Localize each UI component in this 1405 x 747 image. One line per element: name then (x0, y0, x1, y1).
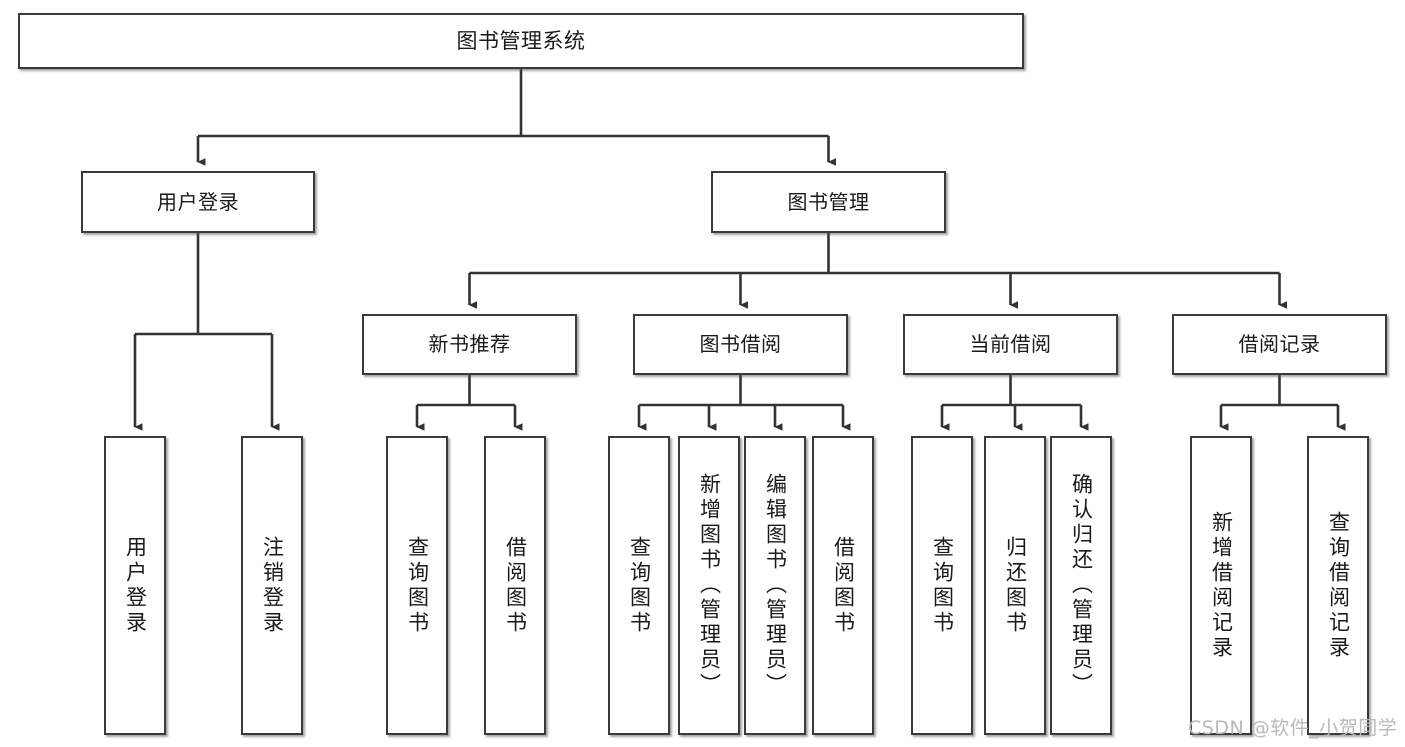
node-label-current-borrow: 当前借阅 (969, 332, 1052, 356)
node-label-leaf-borrow-book-1: 借阅图书 (503, 535, 528, 636)
node-label-leaf-confirm-return: 确认归还（管理员） (1069, 473, 1094, 698)
node-leaf-add-record[interactable]: 新增借阅记录 (1190, 436, 1252, 735)
node-label-leaf-query-book-3: 查询图书 (930, 535, 955, 636)
node-borrow-record[interactable]: 借阅记录 (1172, 314, 1387, 375)
node-leaf-query-book-1[interactable]: 查询图书 (386, 436, 448, 735)
node-leaf-return-book[interactable]: 归还图书 (984, 436, 1046, 735)
node-label-leaf-borrow-book-2: 借阅图书 (831, 535, 856, 636)
node-label-leaf-logout: 注销登录 (260, 535, 285, 636)
node-leaf-edit-book[interactable]: 编辑图书（管理员） (744, 436, 806, 735)
node-label-leaf-query-record: 查询借阅记录 (1326, 510, 1351, 661)
node-book-borrow[interactable]: 图书借阅 (633, 314, 848, 375)
node-label-root: 图书管理系统 (456, 28, 586, 53)
node-label-leaf-query-book-2: 查询图书 (627, 535, 652, 636)
node-leaf-borrow-book-1[interactable]: 借阅图书 (484, 436, 546, 735)
node-label-leaf-user-login: 用户登录 (123, 535, 148, 636)
node-root[interactable]: 图书管理系统 (18, 13, 1024, 69)
node-current-borrow[interactable]: 当前借阅 (903, 314, 1118, 375)
node-leaf-query-book-2[interactable]: 查询图书 (608, 436, 670, 735)
node-label-leaf-return-book: 归还图书 (1003, 535, 1028, 636)
node-label-leaf-add-book: 新增图书（管理员） (697, 473, 722, 698)
node-label-leaf-edit-book: 编辑图书（管理员） (763, 473, 788, 698)
node-leaf-query-book-3[interactable]: 查询图书 (911, 436, 973, 735)
node-leaf-confirm-return[interactable]: 确认归还（管理员） (1050, 436, 1112, 735)
node-leaf-logout[interactable]: 注销登录 (241, 436, 303, 735)
node-leaf-add-book[interactable]: 新增图书（管理员） (678, 436, 740, 735)
node-label-leaf-query-book-1: 查询图书 (405, 535, 430, 636)
node-new-book-rec[interactable]: 新书推荐 (362, 314, 577, 375)
node-label-new-book-rec: 新书推荐 (428, 332, 511, 356)
node-label-borrow-record: 借阅记录 (1238, 332, 1321, 356)
node-label-user-login: 用户登录 (157, 189, 239, 214)
node-user-login[interactable]: 用户登录 (81, 171, 315, 233)
node-leaf-borrow-book-2[interactable]: 借阅图书 (812, 436, 874, 735)
node-label-book-borrow: 图书借阅 (699, 332, 782, 356)
node-leaf-query-record[interactable]: 查询借阅记录 (1307, 436, 1369, 735)
csdn-watermark: CSDN @软件_小贺同学 (1188, 717, 1398, 739)
node-label-leaf-add-record: 新增借阅记录 (1209, 510, 1234, 661)
node-label-book-manage: 图书管理 (787, 189, 870, 214)
node-book-manage[interactable]: 图书管理 (711, 171, 946, 233)
node-leaf-user-login[interactable]: 用户登录 (104, 436, 166, 735)
